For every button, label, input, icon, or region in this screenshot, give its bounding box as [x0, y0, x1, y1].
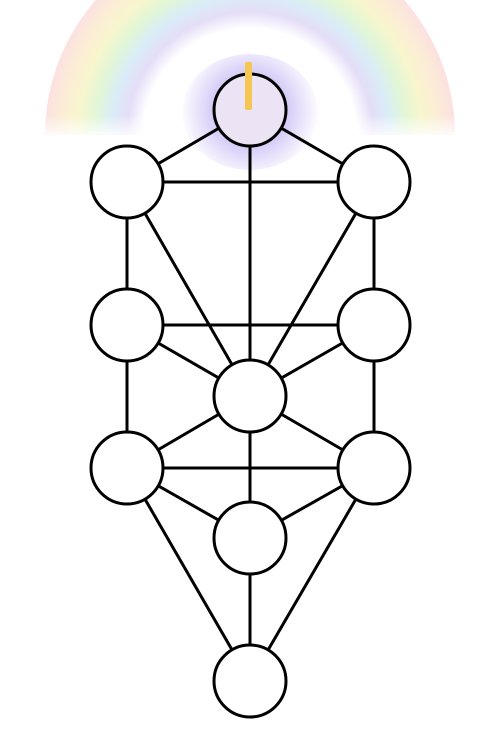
node-mright	[336, 287, 412, 363]
edge-uright-center	[248, 180, 376, 398]
node-uright	[336, 144, 412, 220]
edge-lleft-bottom	[125, 466, 252, 683]
node-lleft	[89, 430, 165, 506]
node-low	[212, 500, 288, 576]
edge-uleft-center	[125, 180, 252, 398]
node-center	[212, 358, 288, 434]
candle-flame-icon	[245, 62, 252, 110]
node-uleft	[89, 144, 165, 220]
node-lright	[336, 430, 412, 506]
edge-lright-bottom	[248, 466, 376, 683]
node-mleft	[89, 287, 165, 363]
node-bottom	[212, 643, 288, 719]
node-group	[89, 72, 412, 719]
